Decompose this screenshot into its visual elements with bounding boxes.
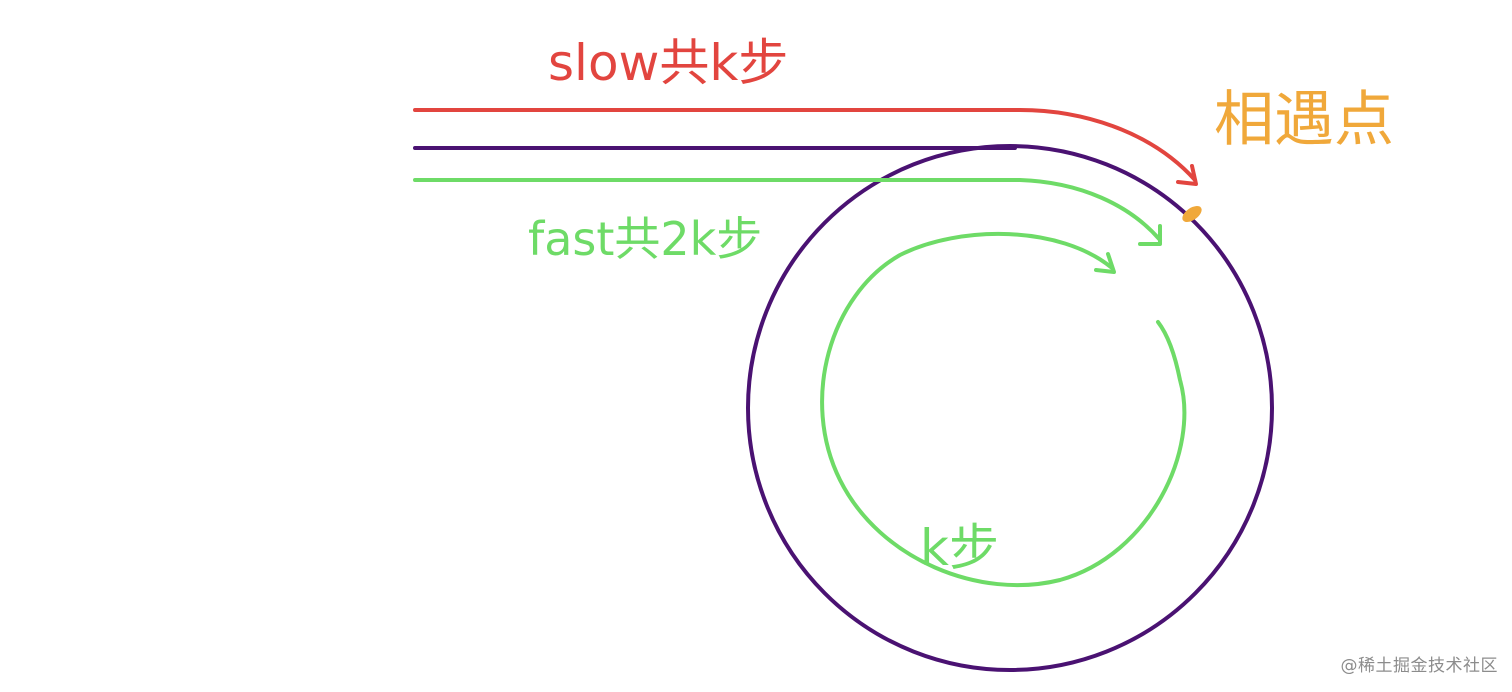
meeting-point-marker: [1182, 206, 1202, 222]
fast-path-line: [413, 178, 1162, 242]
fast-arrowhead: [1138, 224, 1162, 246]
watermark: @稀土掘金技术社区: [1340, 656, 1498, 676]
meeting-point-label: 相遇点: [1214, 85, 1394, 155]
cycle-circle: [746, 144, 1274, 672]
slow-label: slow共k步: [548, 34, 788, 92]
fast-loop-path: [820, 231, 1187, 588]
slow-arrowhead: [1176, 164, 1198, 186]
fast-loop-arrowhead: [1094, 252, 1116, 274]
fast-label: fast共2k步: [528, 212, 762, 266]
slow-path-line: [413, 108, 1197, 182]
loop-label: k步: [920, 519, 999, 577]
